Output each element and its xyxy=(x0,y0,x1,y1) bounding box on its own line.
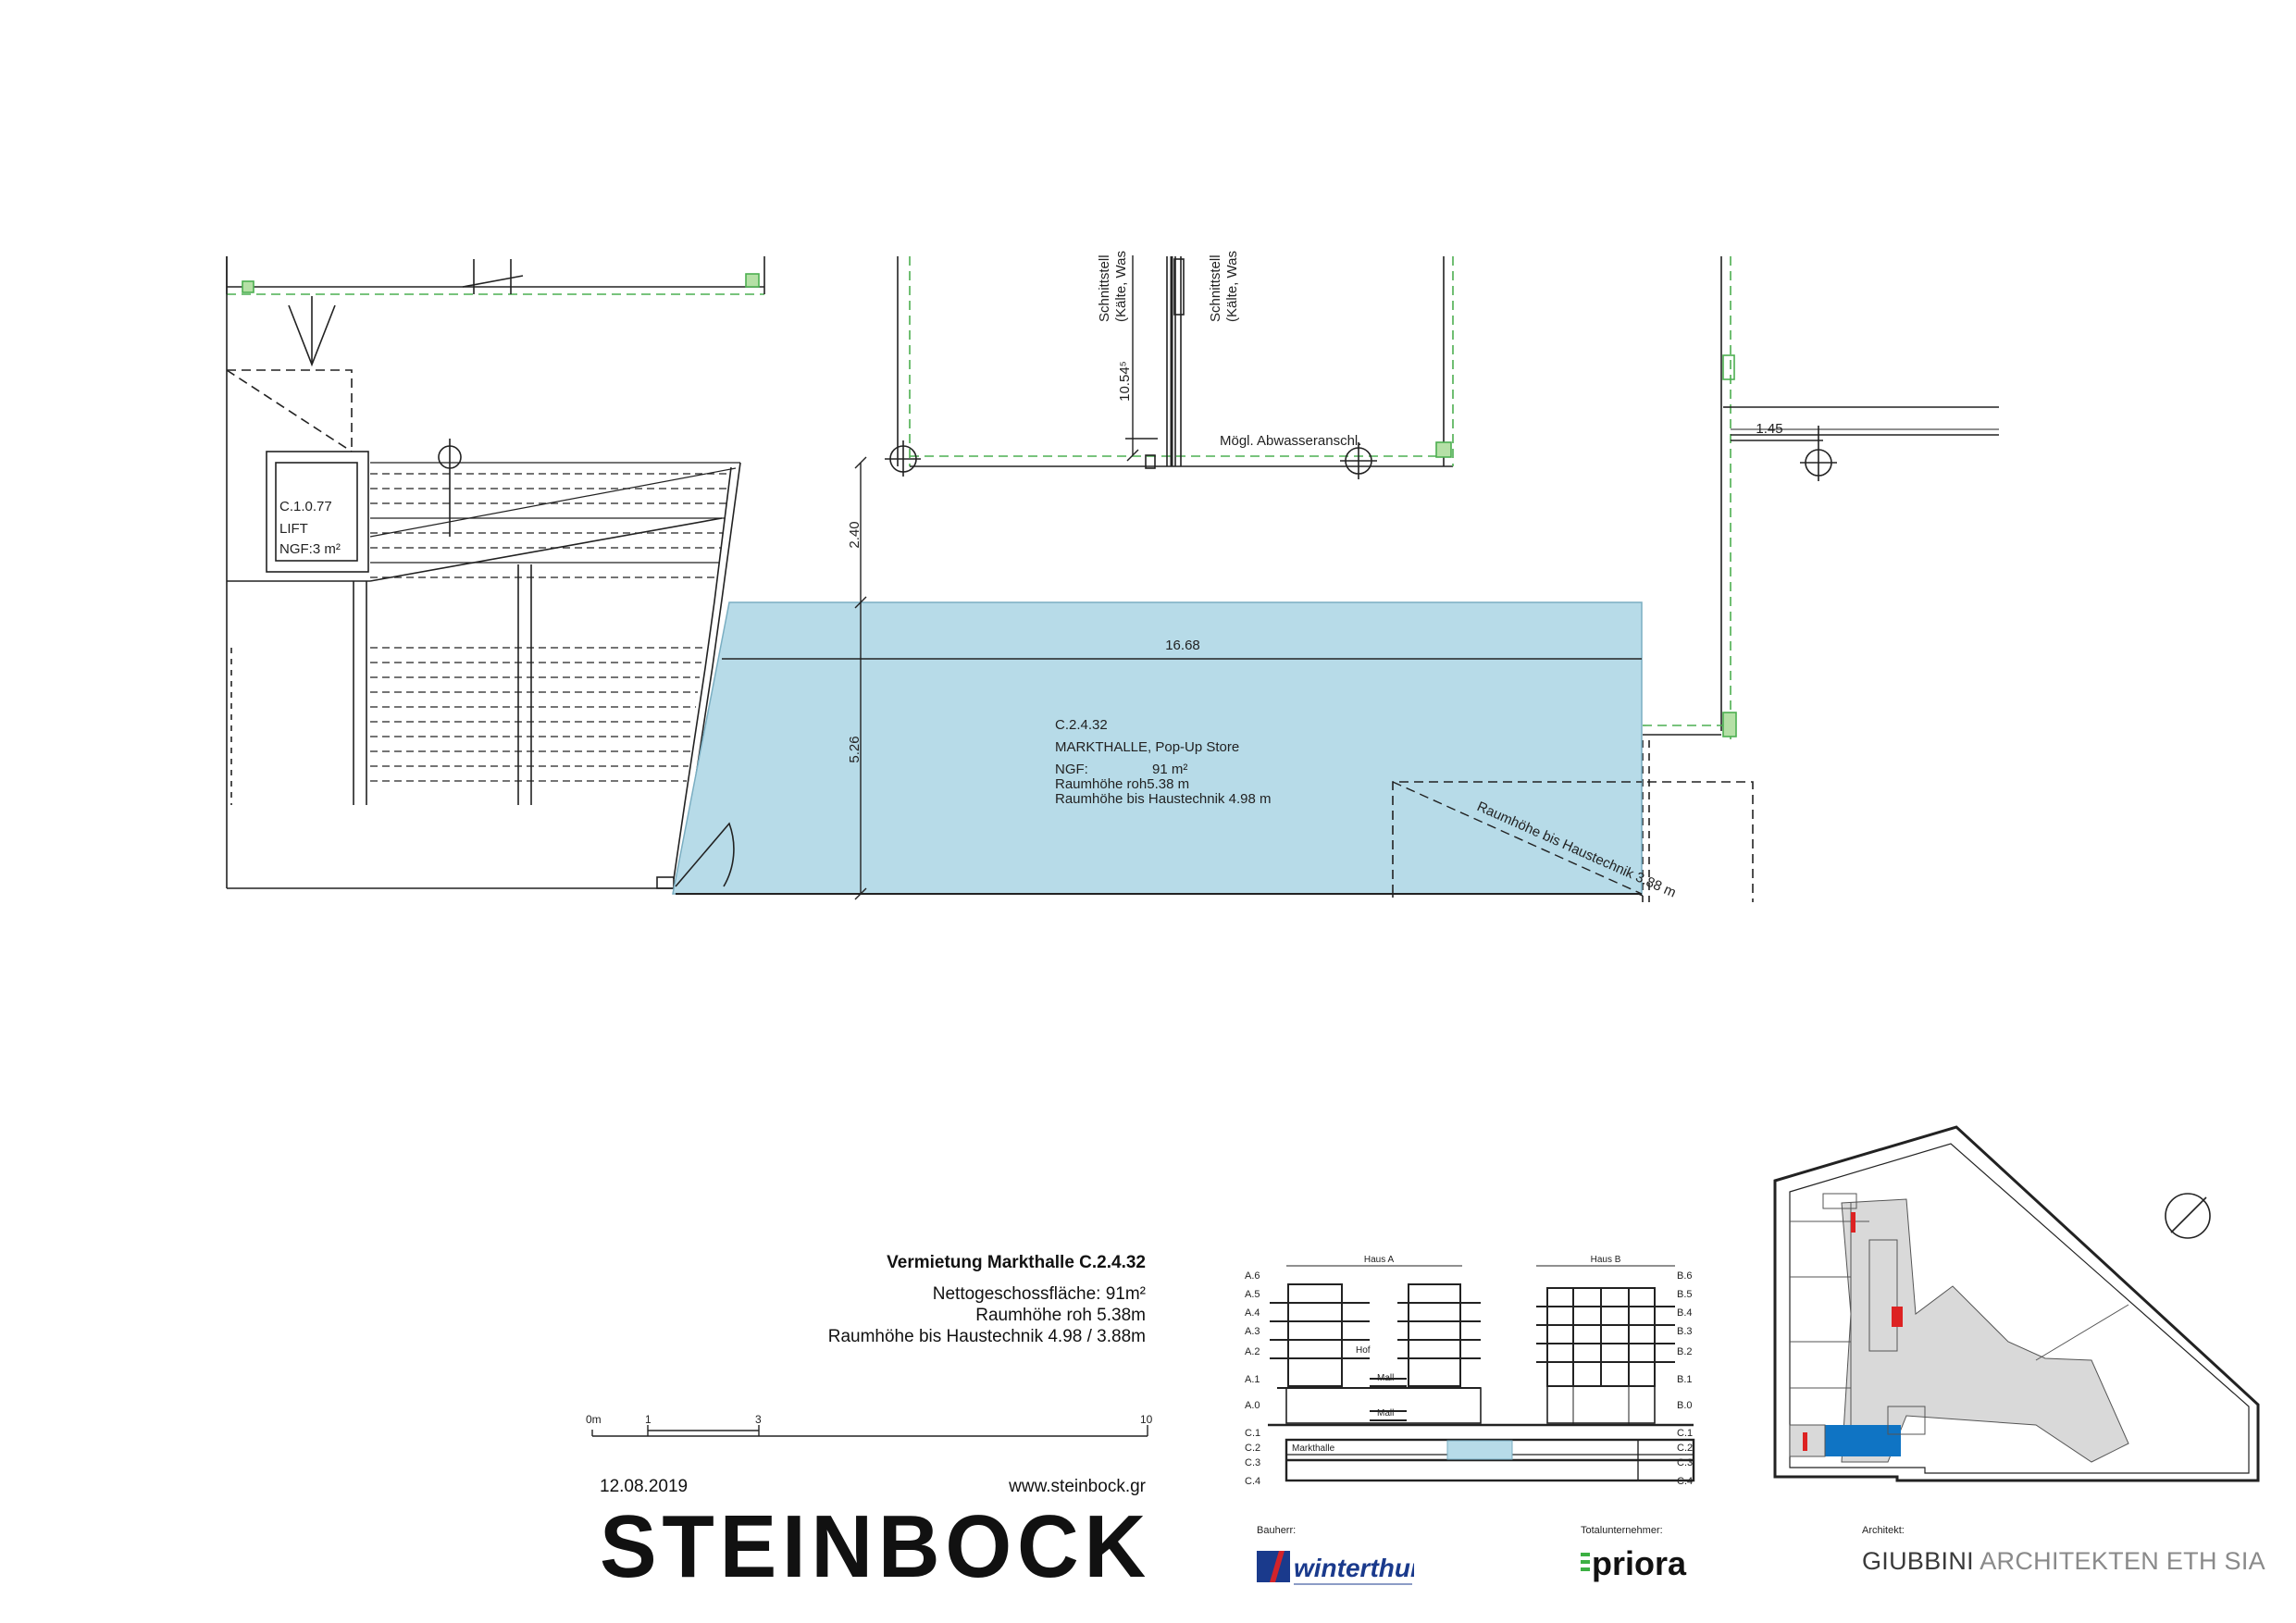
dim-setback: 2.40 xyxy=(847,521,863,548)
interface-note-1a: Schnittstell xyxy=(1097,254,1112,322)
room-height-tech: Raumhöhe bis Haustechnik 4.98 m xyxy=(1055,791,1271,807)
dim-width: 16.68 xyxy=(1165,638,1200,653)
section-haus-b: Haus B xyxy=(1591,1255,1621,1265)
brand-wordmark: STEINBOCK xyxy=(600,1501,1151,1586)
website-link[interactable]: www.steinbock.gr xyxy=(1009,1477,1146,1496)
steinbock-logo: STEINBOCK xyxy=(600,1501,1151,1586)
tu-name: priora xyxy=(1592,1544,1687,1582)
drain-note: Mögl. Abwasseranschl. xyxy=(1220,433,1361,449)
level-label: A.2 xyxy=(1245,1346,1260,1357)
room-height-raw: Raumhöhe roh5.38 m xyxy=(1055,776,1189,792)
section-mall-2: Mall xyxy=(1377,1408,1394,1419)
key-plan xyxy=(1773,1125,2260,1482)
scale-bar xyxy=(591,1425,1148,1437)
section-mall: Mall xyxy=(1377,1373,1394,1383)
room-id: C.2.4.32 xyxy=(1055,717,1108,733)
level-label: B.5 xyxy=(1677,1289,1693,1300)
level-label: B.0 xyxy=(1677,1400,1693,1411)
dim-left: 10.54⁵ xyxy=(1117,361,1133,402)
height-tech-line: Raumhöhe bis Haustechnik 4.98 / 3.88m xyxy=(827,1327,1146,1346)
architect-name-2: ARCHITEKTEN ETH SIA xyxy=(1973,1547,2265,1575)
interface-note-2a: Schnittstell xyxy=(1208,254,1223,322)
bauherr-label: Bauherr: xyxy=(1257,1525,1297,1536)
room-ngf-label: NGF: xyxy=(1055,762,1088,777)
architect-name-1: GIUBBINI xyxy=(1862,1547,1974,1575)
level-label: A.1 xyxy=(1245,1374,1260,1385)
level-label: A.6 xyxy=(1245,1270,1260,1282)
level-label: B.2 xyxy=(1677,1346,1693,1357)
area-line: Nettogeschossfläche: 91m² xyxy=(932,1284,1146,1304)
level-label: B.6 xyxy=(1677,1270,1693,1282)
level-label: A.0 xyxy=(1245,1400,1260,1411)
priora-logo: priora xyxy=(1581,1544,1687,1582)
dim-depth: 5.26 xyxy=(847,736,863,762)
level-label: C.3 xyxy=(1677,1457,1693,1468)
level-label: C.3 xyxy=(1245,1457,1260,1468)
sheet-title: Vermietung Markthalle C.2.4.32 xyxy=(887,1253,1146,1272)
lift-id: C.1.0.77 xyxy=(279,499,332,514)
tu-label: Totalunternehmer: xyxy=(1581,1525,1663,1536)
architect-name: GIUBBINI ARCHITEKTEN ETH SIA xyxy=(1862,1547,2265,1576)
scale-tick-1: 1 xyxy=(645,1413,652,1426)
dim-right: 1.45 xyxy=(1756,421,1782,437)
lift-name: LIFT xyxy=(279,521,308,537)
axa-winterthur-logo: winterthur xyxy=(1257,1551,1414,1585)
section-haus-a: Haus A xyxy=(1364,1255,1395,1265)
level-label: B.4 xyxy=(1677,1307,1693,1319)
interface-note-2b: (Kälte, Was xyxy=(1224,251,1240,322)
room-ngf-value: 91 m² xyxy=(1152,762,1187,777)
architekt-label: Architekt: xyxy=(1862,1525,1905,1536)
level-label: A.5 xyxy=(1245,1289,1260,1300)
plan-date: 12.08.2019 xyxy=(600,1477,689,1496)
level-label: B.1 xyxy=(1677,1374,1693,1385)
room-name: MARKTHALLE, Pop-Up Store xyxy=(1055,739,1239,755)
level-label: C.2 xyxy=(1677,1443,1693,1454)
level-label: C.4 xyxy=(1245,1476,1260,1487)
section-markthalle: Markthalle xyxy=(1292,1443,1335,1454)
level-label: C.1 xyxy=(1245,1428,1260,1439)
scale-tick-10: 10 xyxy=(1140,1413,1153,1426)
scale-tick-3: 3 xyxy=(755,1413,762,1426)
building-section: Haus A Haus B Hof Mall Mall Markthalle A… xyxy=(1245,1255,1695,1487)
lift-ngf: NGF:3 m² xyxy=(279,541,341,557)
level-label: C.2 xyxy=(1245,1443,1260,1454)
scale-tick-0: 0m xyxy=(586,1413,602,1426)
bauherr-name: winterthur xyxy=(1294,1554,1414,1582)
level-label: B.3 xyxy=(1677,1326,1693,1337)
level-label: C.1 xyxy=(1677,1428,1693,1439)
level-label: A.4 xyxy=(1245,1307,1260,1319)
section-hof: Hof xyxy=(1356,1345,1371,1356)
height-raw-line: Raumhöhe roh 5.38m xyxy=(975,1306,1146,1325)
level-label: A.3 xyxy=(1245,1326,1260,1337)
interface-note-1b: (Kälte, Was xyxy=(1113,251,1129,322)
level-label: C.4 xyxy=(1677,1476,1693,1487)
